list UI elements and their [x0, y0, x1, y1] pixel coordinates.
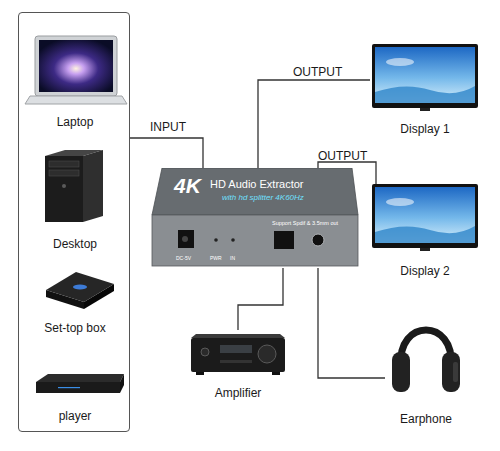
ear-cup — [442, 352, 460, 392]
amp-body — [191, 338, 285, 372]
node-label: Desktop — [24, 237, 126, 251]
tower-front — [45, 156, 83, 222]
device-top-face — [152, 168, 358, 215]
amp-knob — [201, 348, 209, 356]
drive-bay — [49, 170, 79, 176]
monitor-bezel — [372, 184, 478, 248]
node-label: Display 2 — [370, 264, 480, 278]
model-badge: 4K — [174, 174, 201, 197]
player-front — [36, 382, 120, 393]
box-top — [46, 272, 114, 302]
screen-water — [375, 86, 475, 103]
ear-cup-detail — [453, 362, 458, 382]
node-label: Laptop — [24, 115, 126, 129]
set-top-box-node: Set-top box — [24, 269, 126, 335]
set-top-box-illustration — [46, 272, 114, 309]
ir-sensor — [231, 238, 235, 242]
dc-jack — [178, 230, 194, 248]
node-label: Display 1 — [370, 122, 480, 136]
amp-buttons — [220, 360, 252, 363]
optical-port — [274, 231, 294, 249]
product-name: HD Audio Extractor — [210, 178, 304, 190]
monitor-stand — [420, 108, 430, 111]
screen-cloud — [386, 198, 414, 206]
ear-cup — [392, 352, 410, 392]
source-panel: LaptopDesktopSet-top box player — [18, 12, 130, 432]
node-label: player — [24, 409, 126, 423]
device-front-face — [152, 215, 358, 266]
monitor-stand — [420, 248, 430, 251]
node-label: Earphone — [385, 412, 467, 426]
amplifier-illustration — [191, 334, 285, 375]
amp-top — [191, 334, 285, 338]
feature-note: Support Spdif & 3.5mm out — [272, 220, 338, 226]
led-indicator — [214, 238, 218, 242]
laptop-screen — [39, 40, 113, 92]
laptop-base — [25, 96, 127, 104]
port-label: DC-5V — [176, 256, 191, 262]
player-side — [120, 374, 124, 393]
laptop-lid — [35, 36, 117, 96]
amplifier-node: Amplifier — [188, 330, 288, 400]
connector-label: OUTPUT — [293, 66, 342, 79]
power-button — [62, 184, 66, 188]
amp-knob — [258, 345, 276, 363]
port-label: IN — [230, 256, 235, 262]
laptop-illustration — [25, 36, 127, 104]
connector-label: INPUT — [150, 121, 186, 134]
dc-jack-pin — [182, 236, 188, 242]
player-led — [58, 387, 80, 388]
monitor-bezel — [372, 44, 478, 108]
drive-bay — [49, 161, 79, 167]
connector-line — [130, 138, 203, 168]
display-node: Display 1 — [370, 44, 480, 136]
monitor-illustration — [372, 184, 478, 251]
node-label: Amplifier — [188, 386, 288, 400]
connector-line — [238, 268, 283, 330]
audio-extractor: 4K HD Audio Extractor with hd splitter 4K6… — [150, 168, 360, 268]
player-illustration — [36, 374, 124, 393]
audio-jack — [312, 234, 324, 246]
player-top — [36, 374, 124, 382]
desktop-illustration — [45, 150, 103, 222]
box-logo — [73, 285, 87, 290]
laptop-node: Laptop — [24, 29, 126, 129]
amp-foot — [272, 372, 280, 375]
player-node: player — [24, 361, 126, 423]
monitor-illustration — [372, 44, 478, 111]
headphone-illustration — [392, 330, 460, 392]
connector-label: OUTPUT — [318, 150, 367, 163]
product-subtitle: with hd splitter 4K60Hz — [222, 194, 304, 203]
connector-line — [258, 80, 370, 168]
earphone-node: Earphone — [385, 312, 467, 426]
node-label: Set-top box — [24, 321, 126, 335]
port-label: PWR — [210, 256, 222, 262]
connector-line — [318, 268, 385, 378]
monitor-screen — [375, 187, 475, 243]
screen-cloud — [386, 58, 414, 66]
desktop-node: Desktop — [24, 149, 126, 251]
amp-display — [220, 345, 252, 353]
amp-foot — [196, 372, 204, 375]
monitor-screen — [375, 47, 475, 103]
screen-water — [375, 226, 475, 243]
tower-side — [83, 150, 103, 222]
display-node: Display 2 — [370, 184, 480, 278]
